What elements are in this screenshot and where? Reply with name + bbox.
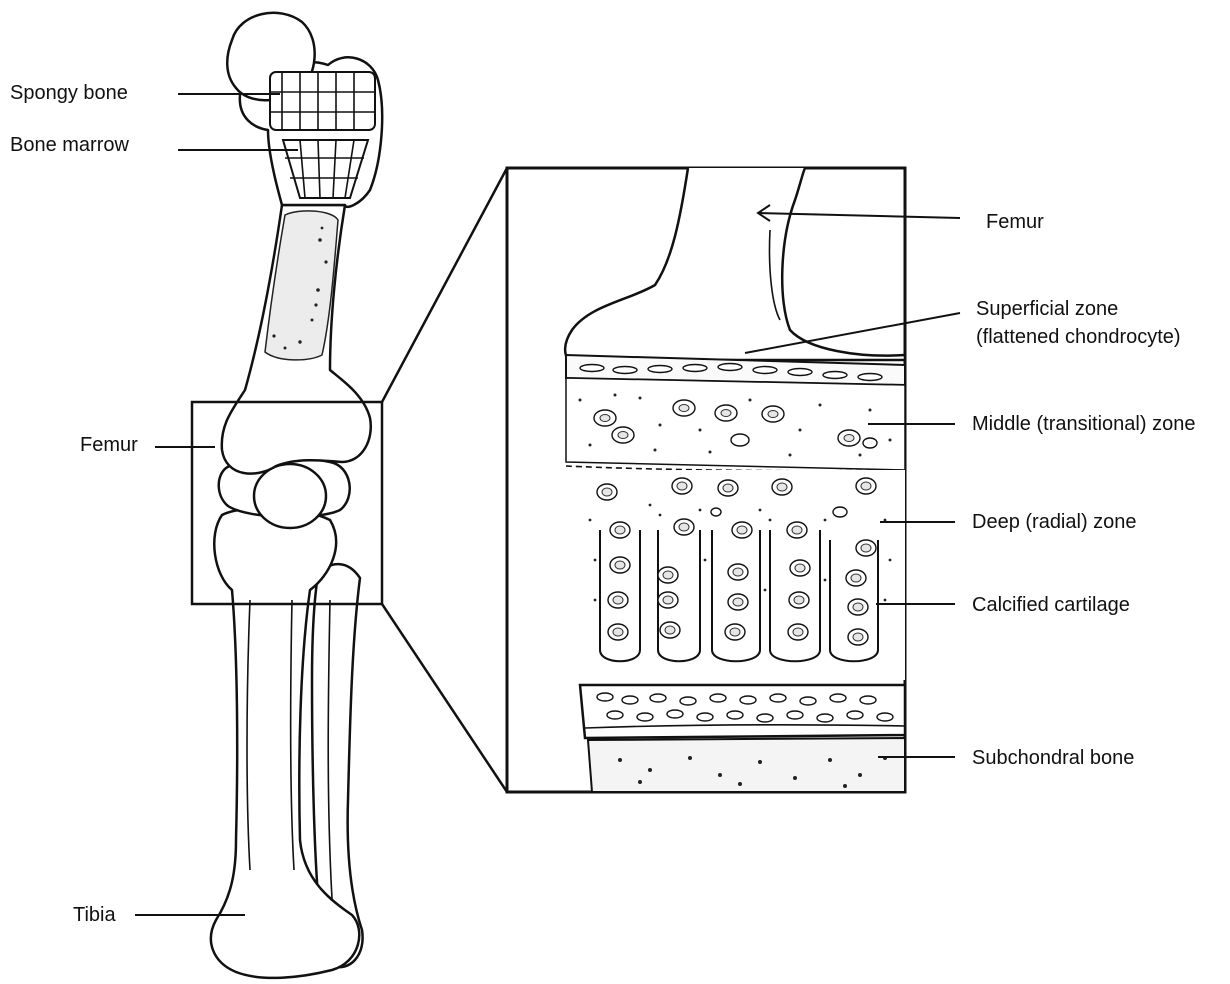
label-superficial-zone-detail: (flattened chondrocyte) bbox=[976, 326, 1181, 348]
patella bbox=[254, 464, 326, 528]
label-deep-zone: Deep (radial) zone bbox=[972, 511, 1137, 533]
subchondral-bone-band bbox=[588, 738, 905, 792]
leg-bones-illustration bbox=[211, 13, 382, 978]
label-tibia: Tibia bbox=[73, 904, 116, 926]
label-calcified-cartilage: Calcified cartilage bbox=[972, 594, 1130, 616]
label-middle-zone: Middle (transitional) zone bbox=[972, 413, 1195, 435]
zoom-connector-top bbox=[382, 168, 507, 402]
middle-zone-band bbox=[566, 378, 905, 470]
label-superficial-zone: Superficial zone bbox=[976, 298, 1118, 320]
label-femur-inset: Femur bbox=[986, 211, 1044, 233]
label-spongy-bone: Spongy bone bbox=[10, 82, 128, 104]
label-bone-marrow: Bone marrow bbox=[10, 134, 129, 156]
zoom-connector-bottom bbox=[382, 604, 507, 792]
label-femur-left: Femur bbox=[80, 434, 138, 456]
label-subchondral-bone: Subchondral bone bbox=[972, 747, 1134, 769]
spongy-bone-cells bbox=[270, 72, 375, 130]
